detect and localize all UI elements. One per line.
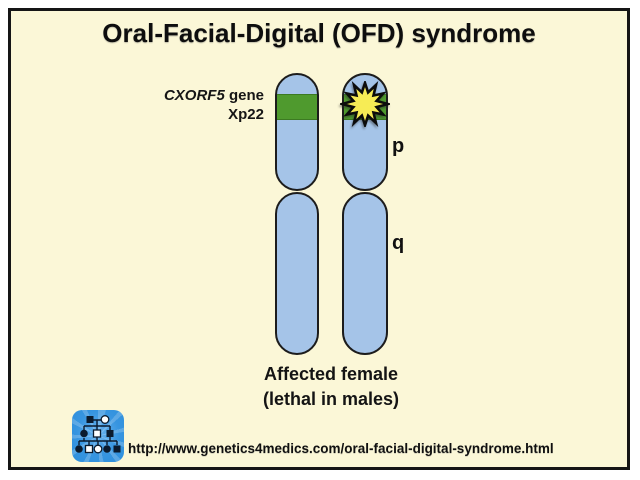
left-chromosome-p-arm	[275, 73, 319, 191]
caption: Affected female (lethal in males)	[181, 362, 481, 412]
pedigree-chart-icon	[72, 410, 124, 462]
starburst-mutation-icon	[340, 81, 390, 127]
caption-line2: (lethal in males)	[262, 389, 400, 409]
gene-name-italic: CXORF5	[163, 87, 225, 104]
locus-label: Xp22	[228, 106, 264, 123]
q-arm-label: q	[392, 232, 405, 254]
gene-name-suffix: gene	[224, 87, 264, 104]
gene-labels: CXORF5 gene Xp22	[120, 86, 264, 124]
gene-band-left	[277, 94, 317, 120]
p-arm-label: p	[392, 135, 405, 157]
source-url: http://www.genetics4medics.com/oral-faci…	[128, 441, 554, 456]
caption-line1: Affected female	[263, 364, 399, 384]
right-chromosome-q-arm	[342, 192, 388, 355]
page-title: Oral-Facial-Digital (OFD) syndrome	[102, 18, 536, 48]
slide-frame	[8, 8, 630, 470]
left-chromosome-q-arm	[275, 192, 319, 355]
gene-name-label: CXORF5 gene	[120, 86, 264, 105]
